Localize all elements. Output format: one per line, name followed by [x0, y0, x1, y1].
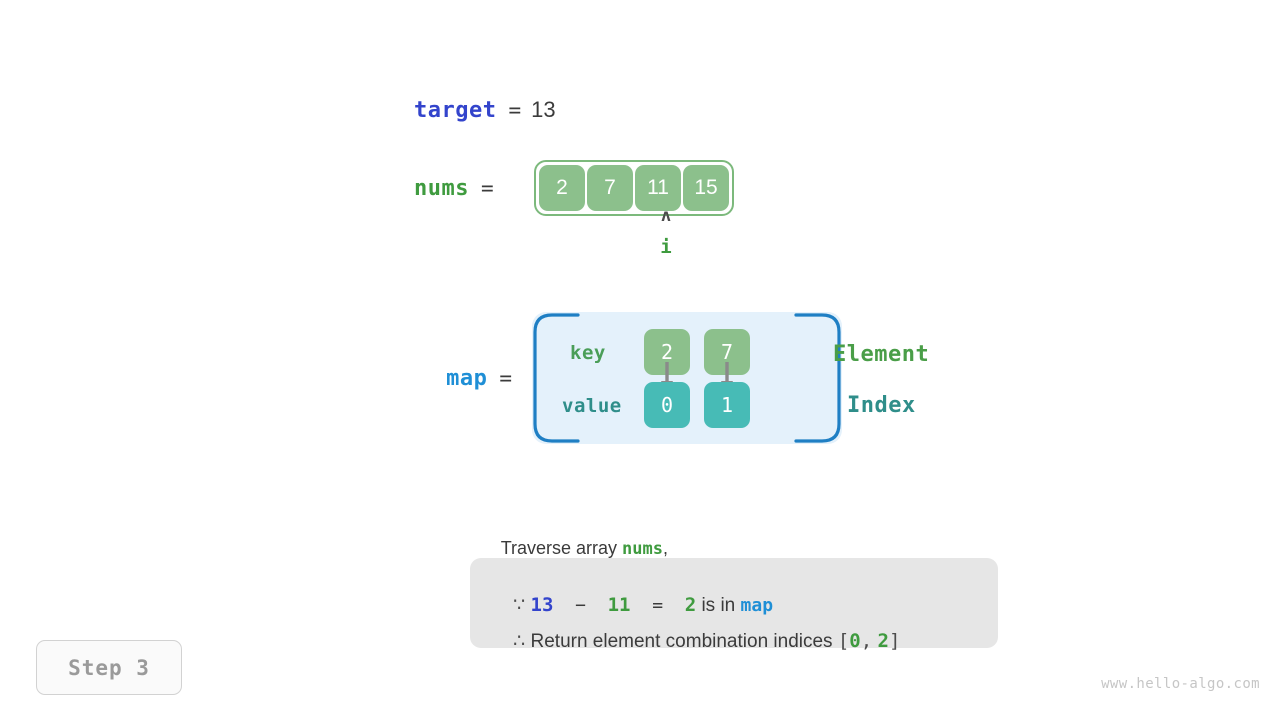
traverse-description: Traverse array nums,	[491, 517, 668, 559]
nums-cell[interactable]: 2	[539, 165, 585, 211]
traverse-nums-code: nums	[622, 539, 663, 559]
info-line-condition: ∵ 13 − 11 = 2 is in map	[492, 572, 773, 639]
info-result-value: 2	[684, 594, 697, 616]
info-map-code: map	[740, 595, 774, 616]
because-symbol-icon: ∵	[513, 594, 526, 616]
info-index-b: 2	[877, 630, 889, 652]
index-pointer-label: i	[660, 236, 672, 258]
nums-cell[interactable]: 11	[635, 165, 681, 211]
target-equals-sign: =	[508, 98, 522, 122]
explanation-info-box: ∵ 13 − 11 = 2 is in map ∴ Return element…	[470, 558, 998, 652]
nums-variable-name: nums	[414, 175, 469, 201]
nums-equals-sign: =	[480, 176, 494, 200]
map-variable-name: map	[446, 365, 488, 391]
therefore-symbol-icon: ∴	[513, 630, 526, 652]
target-variable-name: target	[414, 97, 497, 123]
nums-label-group: nums =	[414, 176, 534, 201]
index-pointer-group: ʌ i	[650, 206, 682, 259]
caret-up-icon: ʌ	[660, 206, 672, 226]
info-current-value: 11	[607, 594, 631, 616]
nums-row: nums = 2 7 11 15	[414, 160, 734, 216]
target-row: target = 13	[414, 95, 556, 125]
info-close-bracket: ]	[888, 630, 901, 652]
nums-cell[interactable]: 15	[683, 165, 729, 211]
info-target-value: 13	[530, 594, 554, 616]
target-value: 13	[531, 97, 556, 122]
map-row: map = key value 2 7 0 1	[414, 312, 842, 444]
info-line-conclusion: ∴ Return element combination indices [0,…	[492, 608, 900, 675]
map-value-row-label: value	[562, 395, 622, 417]
traverse-suffix-text: ,	[663, 538, 669, 558]
info-equals-operator: =	[652, 595, 664, 616]
traverse-prefix-text: Traverse array	[500, 538, 623, 558]
info-return-text: Return element combination indices	[530, 631, 838, 652]
map-label-group: map =	[414, 366, 522, 391]
info-comma: ,	[860, 630, 873, 652]
map-value-cell[interactable]: 0	[644, 382, 690, 428]
info-index-a: 0	[849, 630, 861, 652]
map-container: key value 2 7 0 1	[532, 312, 842, 444]
map-value-cell[interactable]: 1	[704, 382, 750, 428]
step-badge: Step 3	[36, 640, 182, 695]
map-element-side-label: Element	[833, 342, 930, 367]
step-badge-label: Step 3	[68, 655, 150, 680]
info-open-bracket: [	[837, 630, 850, 652]
nums-array-container: 2 7 11 15	[534, 160, 734, 216]
info-is-in-text: is in	[696, 595, 741, 616]
nums-cell[interactable]: 7	[587, 165, 633, 211]
map-index-side-label: Index	[847, 393, 916, 418]
watermark: www.hello-algo.com	[1101, 676, 1260, 692]
map-key-row-label: key	[570, 342, 606, 364]
info-minus-operator: −	[575, 595, 586, 616]
map-equals-sign: =	[499, 366, 512, 390]
